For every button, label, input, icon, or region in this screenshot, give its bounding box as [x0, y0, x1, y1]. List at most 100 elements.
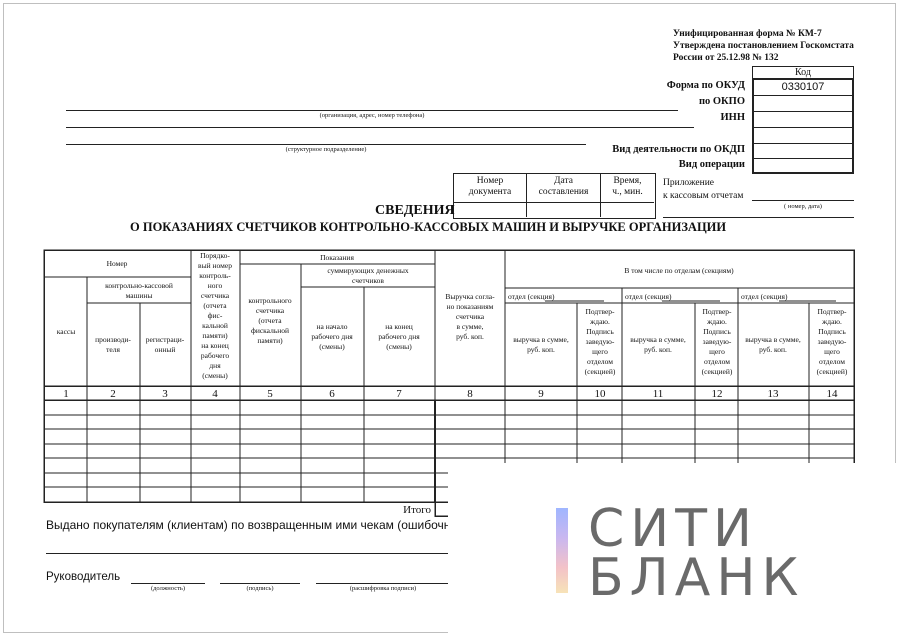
- attachment-label-1: Приложение: [663, 178, 714, 188]
- th-proizv-1: производи-: [95, 335, 131, 344]
- col-number-14: 14: [827, 388, 839, 400]
- okud-label: Форма по ОКУД: [666, 80, 745, 91]
- attachment-line-2[interactable]: [663, 217, 854, 218]
- col-number-8: 8: [467, 388, 473, 400]
- inn-code-cell-2[interactable]: [754, 127, 852, 128]
- code-column: 0330107: [752, 78, 854, 174]
- th-summ-2: счетчиков: [352, 276, 384, 285]
- th-vyruchka-2: но показаниям: [447, 302, 494, 311]
- returned-line[interactable]: [46, 553, 450, 554]
- th-poryad-3: контроль-: [199, 271, 231, 280]
- th-podtv-a5: щего: [592, 347, 608, 356]
- th-podtv-b5: щего: [709, 347, 725, 356]
- okpo-code-cell[interactable]: [754, 95, 852, 96]
- brand-overlay: СИТИ БЛАНК: [448, 463, 899, 636]
- th-poryad-2: вый номер: [198, 261, 232, 270]
- th-kontr-4: фискальной: [251, 326, 289, 335]
- th-vyr-sum-1b: руб. коп.: [527, 345, 555, 354]
- col-number-10: 10: [595, 388, 607, 400]
- th-otdel-3: отдел (секция): [741, 292, 788, 301]
- th-poryad-10: на конец: [201, 341, 229, 350]
- th-podtv-a3: Подпись: [586, 327, 614, 336]
- th-poryad-9: памяти): [202, 331, 228, 340]
- th-proizv-2: теля: [106, 345, 120, 354]
- th-kkm-1: контрольно-кассовой: [105, 281, 173, 290]
- th-podtv-b7: (секцией): [702, 367, 733, 376]
- col-number-6: 6: [329, 388, 335, 400]
- brand-line2: БЛАНК: [588, 548, 805, 608]
- th-podtv-c2: ждаю.: [821, 317, 842, 326]
- th-otdel-2: отдел (секция): [625, 292, 672, 301]
- division-caption: (структурное подразделение): [285, 146, 367, 153]
- col-number-7: 7: [396, 388, 402, 400]
- th-podtv-b1: Подтвер-: [702, 307, 732, 316]
- col-number-12: 12: [712, 388, 723, 400]
- th-konec-1: на конец: [385, 322, 413, 331]
- th-nachalo-3: (смены): [319, 342, 345, 351]
- th-poryad-12: дня: [209, 361, 221, 370]
- sign-caption: (подпись): [246, 585, 274, 592]
- number-date-caption: ( номер, дата): [784, 203, 822, 210]
- th-nomer: Номер: [107, 259, 128, 268]
- th-kassy: кассы: [57, 327, 76, 336]
- operation-code-cell[interactable]: [754, 158, 852, 159]
- position-caption: (должность): [150, 585, 186, 592]
- sign-line[interactable]: [220, 583, 300, 584]
- th-vyruchka-3: счетчика: [456, 312, 485, 321]
- th-vyruchka-5: руб. коп.: [456, 332, 484, 341]
- th-summ-1: суммирующих денежных: [327, 266, 409, 275]
- th-kontr-2: счетчика: [256, 306, 285, 315]
- th-podtv-b3: Подпись: [703, 327, 731, 336]
- th-konec-3: (смены): [386, 342, 412, 351]
- th-pokaz: Показания: [320, 253, 354, 262]
- okdp-label: Вид деятельности по ОКДП: [612, 144, 745, 155]
- attachment-line[interactable]: [752, 200, 854, 201]
- organization-line-2[interactable]: [66, 127, 694, 128]
- th-podtv-a6: отделом: [587, 357, 613, 366]
- form-header-line1: Унифицированная форма № КМ-7: [673, 29, 822, 39]
- th-kontr-5: памяти): [257, 336, 283, 345]
- th-podtv-c4: заведую-: [818, 337, 847, 346]
- th-kontr-1: контрольного: [248, 296, 292, 305]
- brand-gradient-bar: [556, 508, 568, 593]
- th-podtv-a7: (секцией): [585, 367, 616, 376]
- organization-line[interactable]: [66, 110, 678, 111]
- operation-label: Вид операции: [678, 159, 745, 170]
- th-vyr-sum-1a: выручка в сумме,: [513, 335, 569, 344]
- th-poryad-5: счетчика: [201, 291, 230, 300]
- th-kkm-2: машины: [126, 291, 153, 300]
- col-number-4: 4: [212, 388, 218, 400]
- okdp-code-cell[interactable]: [754, 143, 852, 144]
- returned-label: Выдано покупателям (клиентам) по возвращ…: [46, 518, 500, 532]
- th-poryad-group: Порядко- вый номер контроль- ного счетчи…: [198, 251, 232, 380]
- doc-time-label-1: Время,: [613, 176, 642, 186]
- doc-number-label-2: документа: [468, 187, 512, 197]
- th-podtv-c5: щего: [824, 347, 840, 356]
- title-subtitle: О ПОКАЗАНИЯХ СЧЕТЧИКОВ КОНТРОЛЬНО-КАССОВ…: [130, 220, 727, 234]
- th-vyruchka-1: Выручка согла-: [445, 292, 495, 301]
- th-poryad-11: рабочего: [201, 351, 229, 360]
- col-number-2: 2: [110, 388, 116, 400]
- form-header-line3: России от 25.12.98 № 132: [673, 53, 779, 63]
- th-podtv-c6: отделом: [819, 357, 845, 366]
- col-number-9: 9: [538, 388, 544, 400]
- th-poryad-6: (отчета: [203, 301, 227, 310]
- th-podtv-b6: отделом: [704, 357, 730, 366]
- th-otdel-1: отдел (секция): [508, 292, 555, 301]
- decode-line[interactable]: [316, 583, 450, 584]
- head-label: Руководитель: [46, 571, 121, 583]
- th-poryad-8: кальной: [202, 321, 228, 330]
- th-vyr-sum-2b: руб. коп.: [644, 345, 672, 354]
- col-number-3: 3: [162, 388, 168, 400]
- position-line[interactable]: [131, 583, 205, 584]
- th-podtv-c1: Подтвер-: [817, 307, 847, 316]
- doc-date-label-2: составления: [538, 187, 589, 197]
- form-header-line2: Утверждена постановлением Госкомстата: [673, 41, 854, 51]
- brand-line1: СИТИ: [588, 499, 758, 559]
- decode-caption: (расшифровка подписи): [349, 585, 417, 592]
- inn-code-cell[interactable]: [754, 111, 852, 112]
- th-podtv-c7: (секцией): [817, 367, 848, 376]
- attachment-label-2: к кассовым отчетам: [663, 191, 744, 201]
- division-line[interactable]: [66, 144, 586, 145]
- th-poryad-13: (смены): [202, 371, 228, 380]
